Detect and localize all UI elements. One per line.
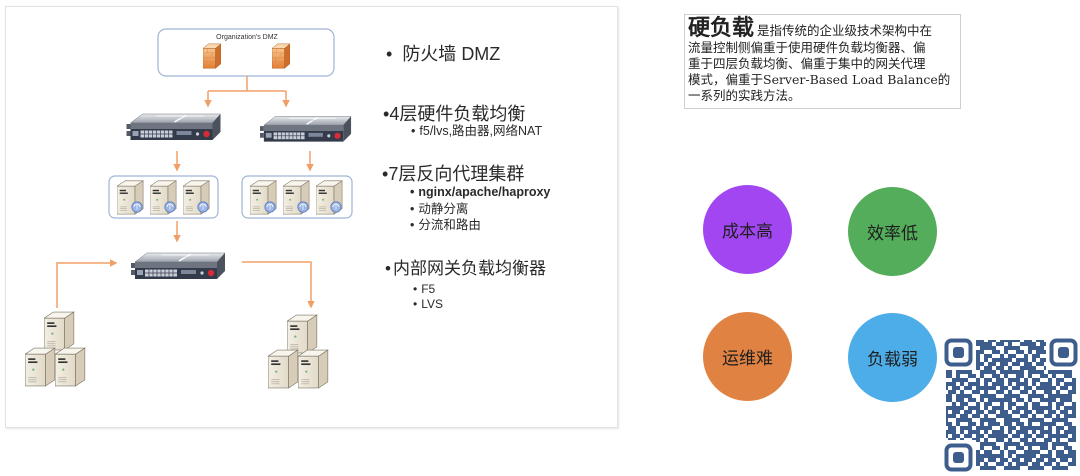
definition-text: 是指传统的企业级技术架构中在 xyxy=(757,23,933,38)
bullet-glyph: • xyxy=(386,44,393,64)
server-icon xyxy=(25,347,56,387)
sub-bullet: •分流和路由 xyxy=(410,218,481,233)
sub-bullet-text: F5 xyxy=(421,282,436,296)
definition-line: 一系列的实践方法。 xyxy=(688,88,801,103)
definition-line: 硬负载是指传统的企业级技术架构中在 xyxy=(688,16,960,40)
sub-bullet-text: 分流和路由 xyxy=(418,218,481,232)
bullet-glyph: • xyxy=(410,202,415,216)
trait-circle-high-cost: 成本高 xyxy=(703,185,792,274)
globe-icon xyxy=(264,201,276,213)
bullet-text: 4层硬件负载均衡 xyxy=(389,104,526,124)
bullet-internal-gateway-lb: •内部网关负载均衡器 xyxy=(385,259,546,279)
bullet-glyph: • xyxy=(413,282,418,296)
bullet-glyph: • xyxy=(385,259,391,278)
bullet-firewall-dmz: • 防火墙 DMZ xyxy=(386,44,500,64)
sub-bullet-text: LVS xyxy=(421,297,443,311)
firewall-icon xyxy=(272,43,290,69)
connectors xyxy=(56,76,315,309)
server-icon xyxy=(298,349,329,389)
trait-circle-low-efficiency: 效率低 xyxy=(848,187,937,276)
l4-load-balancer-icon xyxy=(260,115,352,143)
bullet-glyph: • xyxy=(410,185,415,199)
sub-bullet-text: 动静分离 xyxy=(418,202,469,216)
globe-icon xyxy=(164,201,176,213)
l7-proxy-cluster-left xyxy=(108,175,219,219)
trait-circle-hard-ops: 运维难 xyxy=(703,312,792,401)
sub-bullet: •LVS xyxy=(413,297,443,311)
sub-bullet: •f5/lvs,路由器,网络NAT xyxy=(411,124,542,139)
server-icon xyxy=(44,311,75,351)
definition-line: 重于四层负载均衡、偏重于集中的网关代理 xyxy=(688,56,926,71)
qr-finder-pattern xyxy=(944,338,973,367)
sub-bullet: •nginx/apache/haproxy xyxy=(410,185,550,200)
globe-icon xyxy=(330,201,342,213)
definition-term: 硬负载 xyxy=(688,15,755,40)
bullet-text: 内部网关负载均衡器 xyxy=(392,259,546,278)
arrow-right-icon xyxy=(56,259,118,308)
globe-icon xyxy=(131,201,143,213)
qr-finder-pattern xyxy=(1049,338,1078,367)
dmz-zone: Organization's DMZ xyxy=(157,28,335,77)
globe-icon xyxy=(197,201,209,213)
bullet-glyph: • xyxy=(411,124,416,138)
qr-finder-pattern xyxy=(944,443,973,472)
sub-bullet-text: f5/lvs,路由器,网络NAT xyxy=(419,124,543,138)
bullet-glyph: • xyxy=(410,218,415,232)
load-balancing-architecture-diagram: Organization's DMZ xyxy=(25,28,353,389)
sub-bullet: •动静分离 xyxy=(410,202,468,217)
bullet-glyph: • xyxy=(383,104,390,124)
definition-line: 流量控制侧偏重于使用硬件负载均衡器、偏 xyxy=(688,40,926,55)
dmz-label: Organization's DMZ xyxy=(216,34,278,41)
definition-box: 硬负载是指传统的企业级技术架构中在 流量控制侧偏重于使用硬件负载均衡器、偏 重于… xyxy=(684,14,961,109)
trait-circle-weak-load: 负载弱 xyxy=(848,313,937,402)
definition-line: 模式，偏重于Server-Based Load Balance的 xyxy=(688,72,951,87)
bullet-text: 7层反向代理集群 xyxy=(388,164,525,184)
gateway-load-balancer-icon xyxy=(131,252,226,280)
bullet-glyph: • xyxy=(413,297,418,311)
bullet-text: 防火墙 DMZ xyxy=(402,44,501,64)
qr-code[interactable] xyxy=(944,338,1078,472)
backend-server-cluster-right xyxy=(268,314,329,389)
backend-server-cluster-left xyxy=(25,311,86,387)
firewall-icon xyxy=(203,43,221,69)
l7-proxy-cluster-right xyxy=(241,175,353,219)
globe-icon xyxy=(297,201,309,213)
bullet-glyph: • xyxy=(382,164,389,184)
bullet-l7-reverse-proxy: •7层反向代理集群 xyxy=(382,164,524,184)
server-icon xyxy=(287,314,318,354)
l4-load-balancer-icon xyxy=(126,113,222,141)
arrow-down-icon xyxy=(242,261,315,309)
sub-bullet-text: nginx/apache/haproxy xyxy=(418,185,551,199)
bullet-l4-hardware-lb: •4层硬件负载均衡 xyxy=(383,104,525,124)
server-icon xyxy=(55,347,86,387)
sub-bullet: •F5 xyxy=(413,282,435,296)
server-icon xyxy=(268,349,299,389)
